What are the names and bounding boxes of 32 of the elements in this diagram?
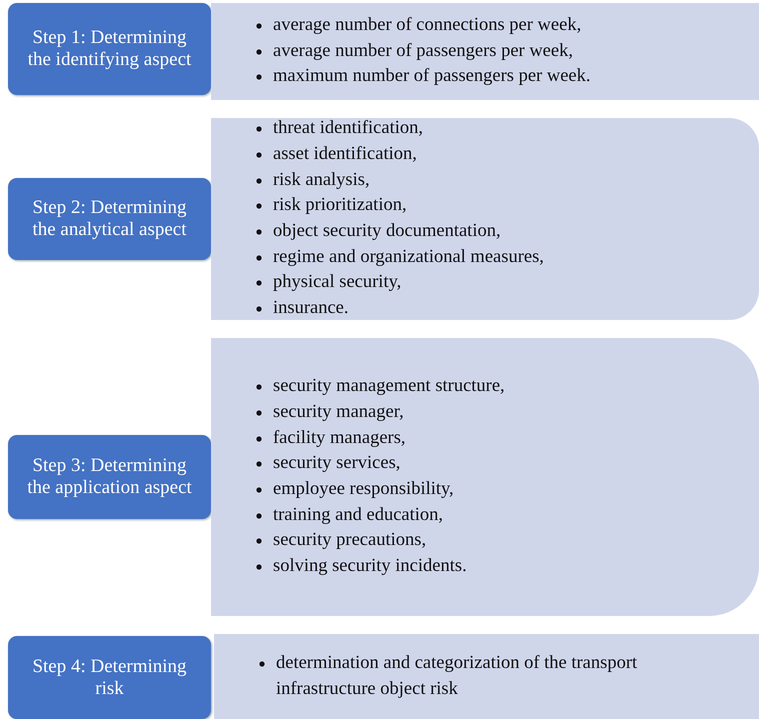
bullet-item: asset identification, [273, 142, 418, 166]
list-panel [214, 634, 759, 719]
bullet-item: maximum number of passengers per week. [273, 65, 592, 88]
bullet-item: security management structure, [273, 375, 506, 398]
step-label: Step 4: Determining risk [31, 656, 188, 700]
step-label: Step 2: Determining the analytical aspect [31, 197, 188, 241]
bullet-item: determination and categorization of the transport infrastructure object risk [276, 652, 638, 700]
bullet-item: security manager, [273, 400, 405, 424]
bullet-item: insurance. [273, 297, 350, 320]
bullet-item: regime and organizational measures, [273, 246, 545, 269]
bullet-item: average number of passengers per week, [273, 40, 574, 63]
bullet-item: average number of connections per week, [273, 14, 582, 37]
list-panel [211, 3, 759, 100]
bullet-item: risk prioritization, [273, 194, 408, 218]
bullet-item: security services, [273, 452, 402, 476]
bullet-item: threat identification, [273, 117, 424, 140]
step-panel [8, 435, 211, 519]
bullet-item: risk analysis, [273, 168, 371, 192]
bullet-item: solving security incidents. [273, 555, 468, 578]
bullet-item: facility managers, [273, 426, 407, 450]
step-label: Step 1: Determining the identifying aspect [26, 27, 192, 71]
bullet-item: physical security, [273, 271, 402, 294]
list-panel [211, 118, 759, 320]
step-panel [8, 636, 211, 719]
list-panel [211, 338, 759, 616]
step-panel [8, 178, 211, 260]
step-panel [8, 3, 211, 95]
step-label: Step 3: Determining the application aspect [26, 455, 193, 499]
bullet-item: object security documentation, [273, 220, 502, 243]
bullet-item: training and education, [273, 504, 444, 527]
bullet-item: employee responsibility, [273, 478, 455, 501]
bullet-item: security precautions, [273, 529, 428, 552]
